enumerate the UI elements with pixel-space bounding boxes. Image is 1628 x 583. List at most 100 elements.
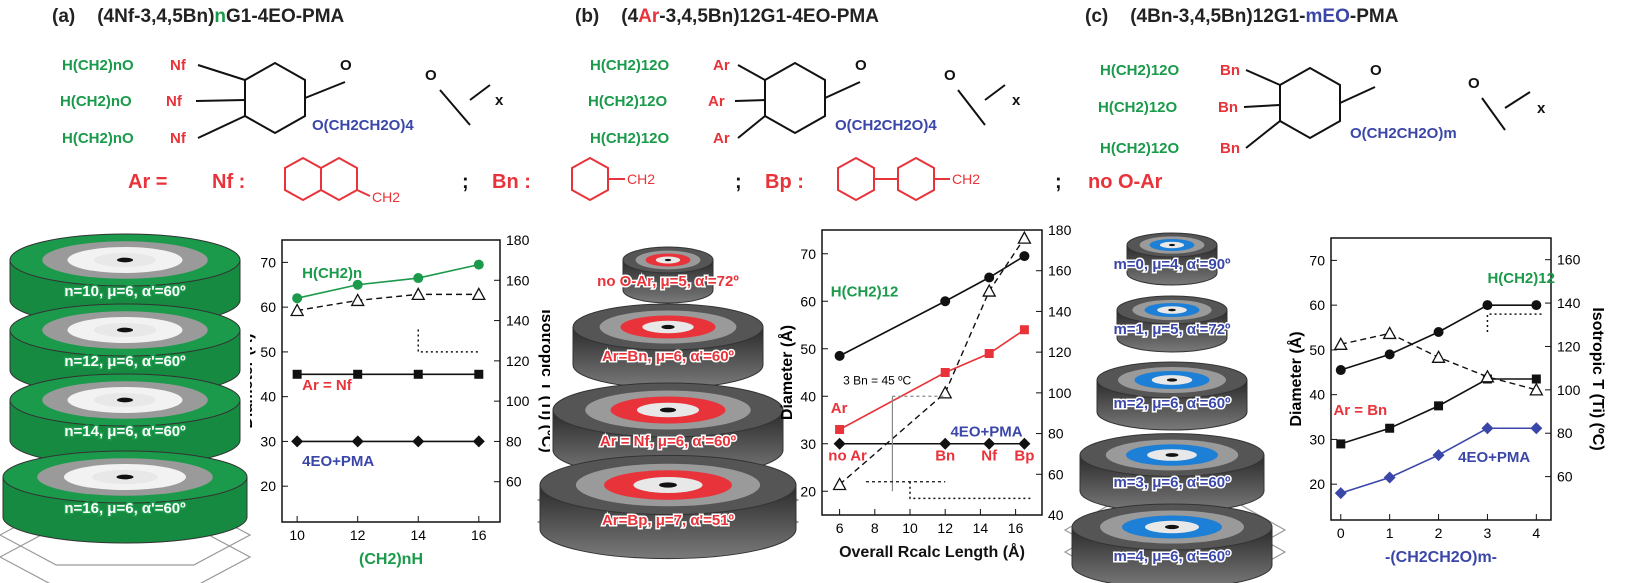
- panel-a-title: (a)(4Nf-3,4,5Bn)nG1-4EO-PMA: [52, 6, 345, 27]
- data-point: [473, 259, 484, 270]
- y-tick-label: 20: [260, 478, 276, 494]
- b-disk-1: Ar=Bn, μ=6, α'=60º: [572, 303, 764, 389]
- arrow-to-y2: [1486, 313, 1544, 332]
- b-disk-0: no O-Ar, μ=5, α'=72º: [596, 246, 741, 304]
- y-tick-label: 50: [260, 344, 276, 360]
- benzene-ring-a: [244, 61, 306, 135]
- svg-text:O: O: [944, 67, 956, 84]
- category-label: Bp: [1014, 447, 1034, 464]
- x-tick-label: 10: [902, 520, 918, 536]
- data-point: [351, 435, 364, 448]
- y2-tick-label: 120: [1048, 344, 1072, 360]
- x-tick-label: 8: [871, 520, 879, 536]
- svg-text:x: x: [1537, 100, 1546, 117]
- y-tick-label: 70: [260, 254, 276, 270]
- y-tick-label: 20: [800, 483, 816, 499]
- bp-label: Bp :: [765, 171, 804, 193]
- data-point: [1432, 449, 1445, 462]
- data-point: [292, 369, 302, 379]
- b-disk-label: Ar = Nf, μ=6, α'=60º: [600, 433, 737, 450]
- series-line: [839, 255, 1025, 357]
- data-point: [835, 425, 845, 434]
- y2-axis-label: Isotropic T (Ti) (ºC): [538, 309, 550, 452]
- y2-tick-label: 180: [1048, 222, 1072, 238]
- plot-frame: [821, 229, 1043, 516]
- annotation: 3 Bn = 45 ºC: [843, 373, 911, 387]
- data-point-y2: [832, 477, 847, 491]
- svg-text:CH2: CH2: [372, 189, 400, 205]
- data-point: [940, 368, 950, 377]
- y-tick-label: 60: [1309, 297, 1325, 313]
- y2-tick-label: 180: [506, 232, 530, 248]
- y-tick-label: 50: [1309, 342, 1325, 358]
- y-tick-label: 70: [1309, 252, 1325, 268]
- a-disk-label: n=14, μ=6, α'=60º: [64, 423, 186, 440]
- y-tick-label: 40: [1309, 387, 1325, 403]
- c-disk-3: m=3, μ=6, α'=60º: [1079, 433, 1265, 513]
- data-point: [352, 279, 363, 290]
- data-point-y2: [1480, 369, 1495, 383]
- data-point: [984, 272, 995, 283]
- y2-tick-label: 160: [1557, 252, 1581, 268]
- series-label: H(CH2)n: [302, 265, 362, 282]
- data-point: [1530, 422, 1543, 435]
- c-disk-label: m=1, μ=5, α'=72º: [1113, 321, 1231, 338]
- y2-tick-label: 60: [506, 474, 522, 490]
- bn-label: Bn :: [492, 171, 531, 193]
- series-label: Ar = Nf: [302, 377, 353, 394]
- svg-text:H(CH2)12O: H(CH2)12O: [1100, 62, 1180, 79]
- series-line-y2: [297, 293, 479, 312]
- arom-a-3: Nf: [170, 130, 187, 147]
- nf-label: Nf :: [212, 171, 245, 193]
- data-point-y2: [982, 283, 997, 297]
- data-point: [983, 437, 996, 450]
- svg-text:H(CH2)12O: H(CH2)12O: [590, 130, 670, 147]
- x-tick-label: 4: [1532, 525, 1540, 541]
- svg-text:Bn: Bn: [1218, 99, 1238, 116]
- data-point-y2: [1382, 326, 1397, 340]
- y2-tick-label: 60: [1557, 469, 1573, 485]
- panel-c-title: (c)(4Bn-3,4,5Bn)12G1-mEO-PMA: [1085, 6, 1399, 27]
- naphthalene-icon: [284, 156, 371, 202]
- y-tick-label: 60: [260, 299, 276, 315]
- y2-tick-label: 60: [1048, 466, 1064, 482]
- y-tick-label: 40: [260, 389, 276, 405]
- ar-definition-row: Ar = Nf : CH2 ; Bn : CH2 ; Bp : CH2 ; no…: [128, 156, 1163, 205]
- x-tick-label: 6: [836, 520, 844, 536]
- data-point: [834, 350, 845, 361]
- c-disk-1: m=1, μ=5, α'=72º: [1112, 295, 1233, 353]
- data-point: [984, 349, 994, 358]
- c-disk-label: m=3, μ=6, α'=60º: [1113, 474, 1231, 491]
- category-label: Bn: [935, 447, 955, 464]
- y2-tick-label: 140: [1048, 303, 1072, 319]
- a-disk-label: n=10, μ=6, α'=60º: [64, 283, 186, 300]
- series-label: Ar: [831, 400, 848, 417]
- x-tick-label: 14: [410, 527, 426, 543]
- data-point-y2: [1431, 349, 1446, 363]
- data-point: [1482, 300, 1493, 311]
- svg-text:;: ;: [1055, 171, 1062, 193]
- benzene-ring-c: [1279, 66, 1341, 140]
- a-disk-label: n=16, μ=6, α'=60º: [64, 500, 186, 517]
- series-label: 4EO+PMA: [950, 424, 1022, 441]
- data-point-y2: [1333, 336, 1348, 350]
- panel-b-title: (b)(4Ar-3,4,5Bn)12G1-4EO-PMA: [575, 6, 879, 27]
- series-label: 4EO+PMA: [302, 453, 374, 470]
- svg-text:O: O: [855, 57, 867, 74]
- svg-text:H(CH2)12O: H(CH2)12O: [590, 57, 670, 74]
- chain-a-3: H(CH2)nO: [62, 130, 134, 147]
- series-label: Ar = Bn: [1333, 402, 1387, 419]
- svg-text:H(CH2)12O: H(CH2)12O: [588, 93, 668, 110]
- c-disk-0: m=0, μ=4, α'=90º: [1112, 232, 1233, 286]
- a-disk-3: n=16, μ=6, α'=60º: [2, 450, 248, 544]
- y2-tick-label: 40: [1048, 507, 1064, 523]
- y-tick-label: 60: [800, 293, 816, 309]
- chemical-structures: H(CH2)nO Nf H(CH2)nO Nf H(CH2)nO Nf O O(…: [60, 57, 1546, 157]
- data-point: [412, 435, 425, 448]
- x-tick-label: 1: [1386, 525, 1394, 541]
- data-point: [1334, 487, 1347, 500]
- arom-a-1: Nf: [170, 57, 187, 74]
- y2-tick-label: 120: [1557, 338, 1581, 354]
